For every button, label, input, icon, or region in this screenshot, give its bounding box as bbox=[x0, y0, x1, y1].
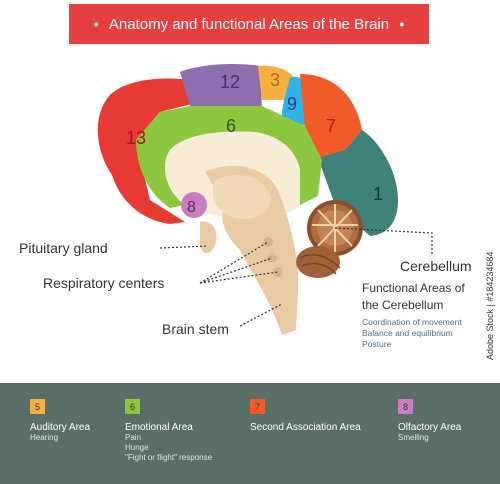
legend-desc: Hearing bbox=[30, 433, 59, 442]
legend-swatch: 6 bbox=[125, 399, 140, 414]
bullet-icon: ● bbox=[93, 19, 99, 29]
region-number-7: 7 bbox=[326, 116, 336, 136]
legend-item-second-association: 7 Second Association Area bbox=[250, 399, 361, 433]
legend-item-emotional: 6 Emotional Area Pain Hunge "Fight or fl… bbox=[125, 399, 212, 463]
cerebellum-function: Posture bbox=[362, 339, 392, 349]
region-number-3: 3 bbox=[270, 70, 280, 90]
brainstem-label: Brain stem bbox=[162, 321, 229, 337]
thalamus-shape bbox=[212, 175, 271, 219]
region-number-8: 8 bbox=[187, 199, 196, 216]
legend-desc: Smelling bbox=[398, 433, 429, 442]
pituitary-shape bbox=[199, 221, 217, 254]
cerebellum-label: Cerebellum bbox=[400, 258, 472, 274]
brain-region-12 bbox=[180, 64, 262, 108]
brain-region-8 bbox=[181, 192, 207, 218]
page-title: Anatomy and functional Areas of the Brai… bbox=[108, 15, 390, 33]
cerebellum-function: Coordination of movement bbox=[362, 317, 462, 327]
brain-region-7 bbox=[300, 74, 362, 160]
region-number-9: 9 bbox=[287, 94, 297, 114]
title-banner: ● Anatomy and functional Areas of the Br… bbox=[69, 4, 429, 44]
pituitary-label: Pituitary gland bbox=[19, 240, 108, 256]
brain-diagram: 13 12 3 9 7 6 1 8 bbox=[97, 64, 433, 335]
legend-swatch: 7 bbox=[250, 399, 265, 414]
legend-swatch: 5 bbox=[30, 399, 45, 414]
leader-lines bbox=[159, 227, 433, 327]
brain-region-6 bbox=[136, 106, 322, 208]
legend-item-olfactory: 8 Olfactory Area Smelling bbox=[398, 399, 461, 443]
functional-areas-title-2: the Cerebellum bbox=[362, 298, 444, 312]
legend-panel: 5 Auditory Area Hearing 6 Emotional Area… bbox=[0, 383, 500, 484]
watermark: Adobe Stock | #184234684 bbox=[485, 251, 495, 360]
cerebellum-function: Balance and equilibrium bbox=[362, 328, 453, 338]
legend-title: Olfactory Area bbox=[398, 422, 462, 433]
respiratory-center-dot bbox=[273, 267, 283, 277]
respiratory-center-dot bbox=[263, 237, 273, 247]
brain-region-13 bbox=[97, 78, 192, 224]
legend-desc: Hunge bbox=[125, 443, 149, 452]
cerebellum-shape bbox=[296, 200, 363, 278]
legend-item-auditory: 5 Auditory Area Hearing bbox=[30, 399, 90, 443]
legend-desc: Pain bbox=[125, 433, 142, 442]
legend-desc: "Fight or flight" response bbox=[125, 453, 213, 462]
region-number-1: 1 bbox=[373, 184, 383, 204]
region-number-13: 13 bbox=[126, 128, 146, 148]
brain-region-1 bbox=[318, 130, 398, 236]
legend-title: Emotional Area bbox=[125, 422, 193, 433]
legend-title: Auditory Area bbox=[30, 422, 91, 433]
respiratory-label: Respiratory centers bbox=[43, 275, 165, 291]
legend-swatch: 8 bbox=[398, 399, 413, 414]
legend-title: Second Association Area bbox=[250, 422, 361, 433]
bullet-icon: ● bbox=[399, 19, 405, 29]
functional-areas-title-1: Functional Areas of bbox=[362, 281, 465, 295]
region-number-6: 6 bbox=[226, 116, 236, 136]
region-number-12: 12 bbox=[220, 72, 240, 92]
